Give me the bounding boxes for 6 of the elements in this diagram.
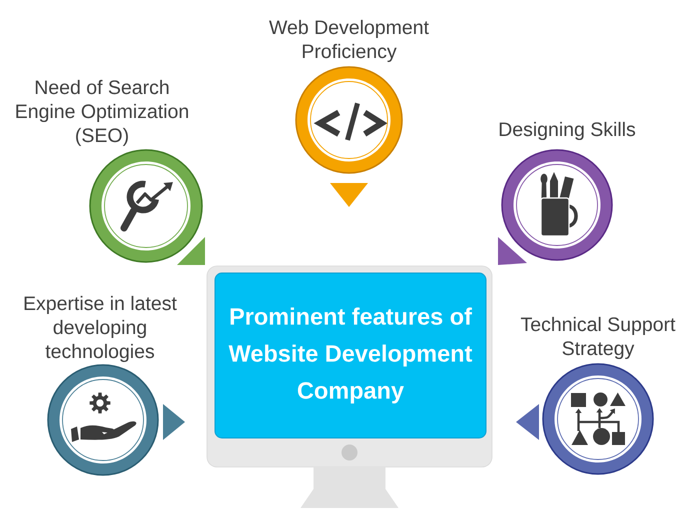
node-label: Expertise in latest developing technologies bbox=[24, 296, 177, 362]
node-label: Web Development Proficiency bbox=[269, 20, 429, 62]
computer-monitor: Prominent features of Website Development Company bbox=[206, 266, 492, 508]
node-label: Technical Support Strategy bbox=[520, 316, 676, 360]
node-label: Need of Search Engine Optimization (SEO) bbox=[16, 80, 188, 146]
node-label: Designing Skills bbox=[500, 122, 636, 140]
